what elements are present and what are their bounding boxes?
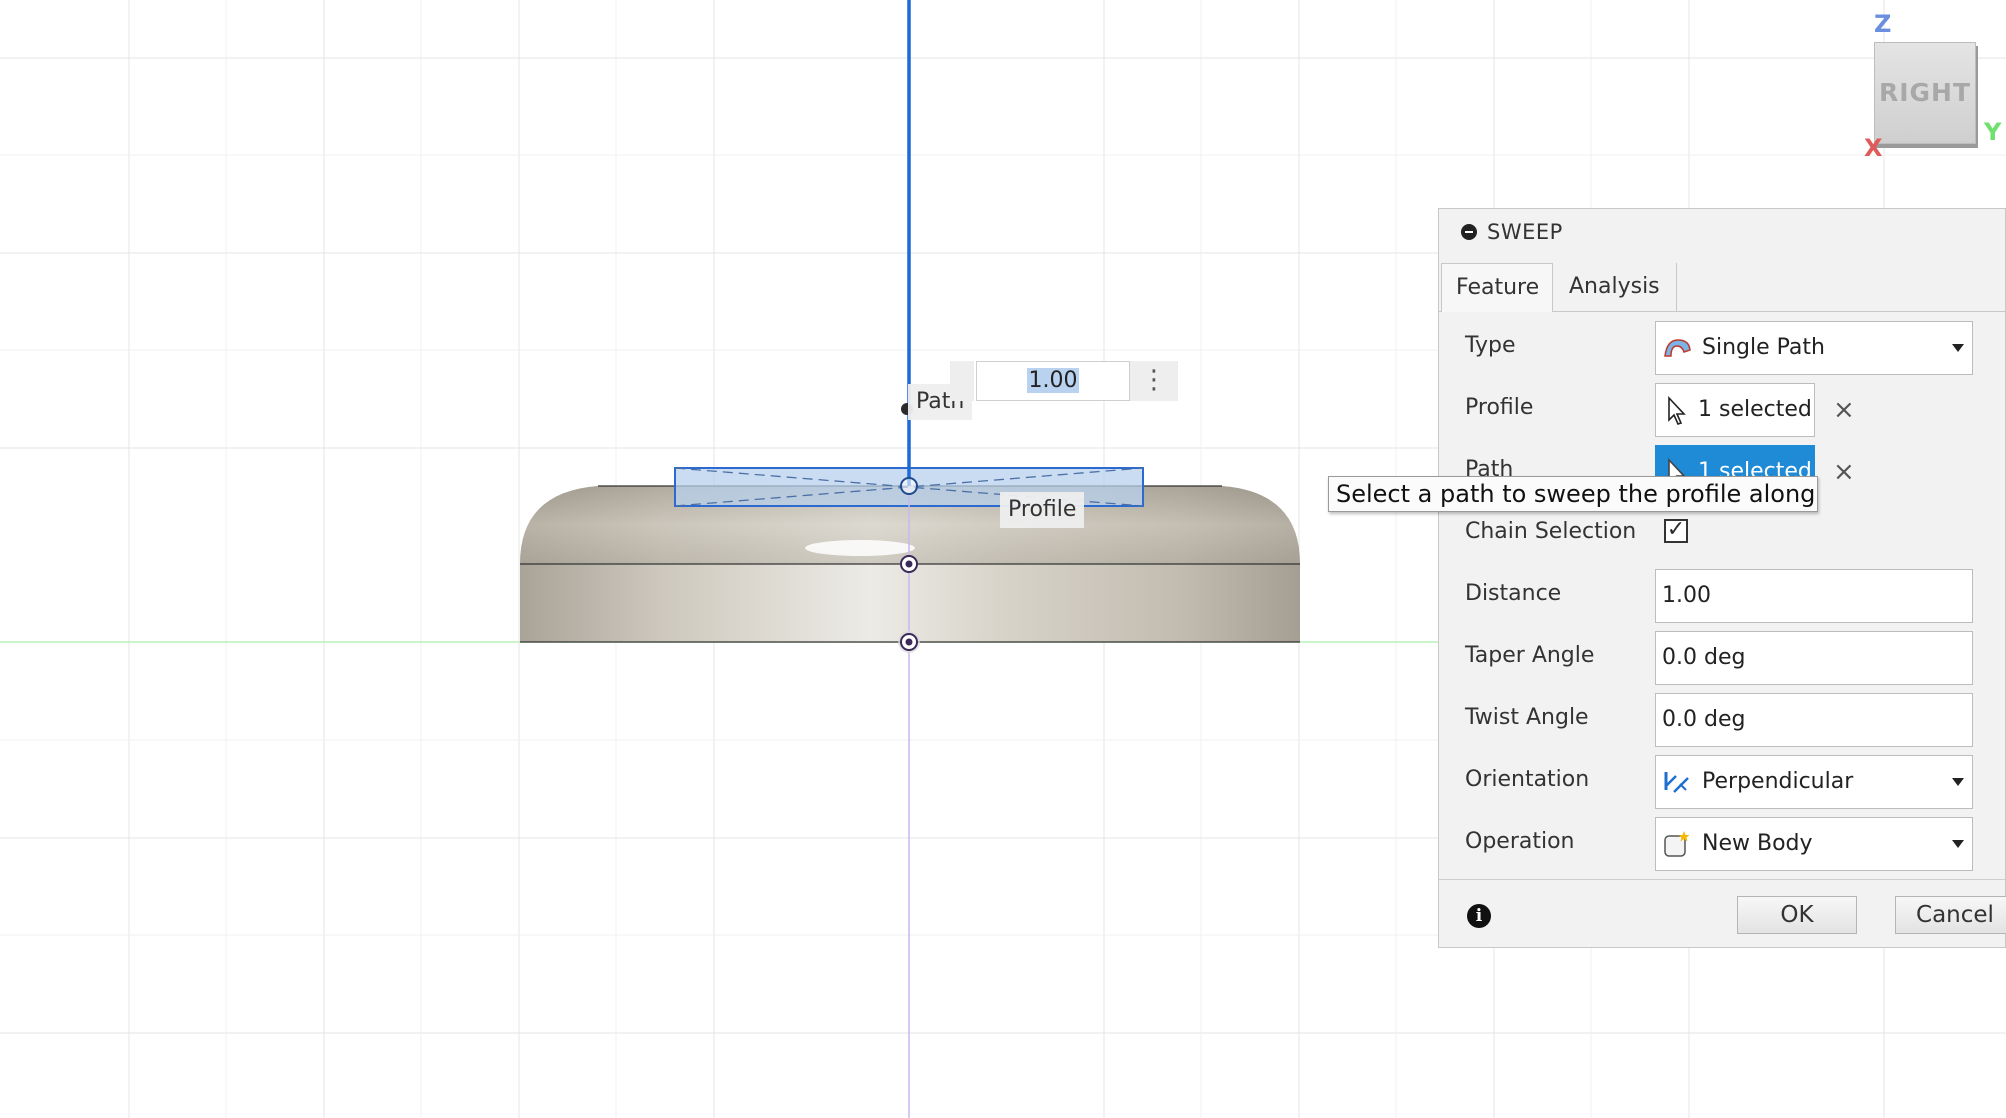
perpendicular-icon	[1664, 772, 1689, 793]
y-axis-label: Y	[1984, 118, 2002, 146]
profile-value: 1 selected	[1698, 397, 1812, 422]
twist-angle-input[interactable]: 0.0 deg	[1655, 693, 1973, 747]
drag-handle-icon[interactable]	[950, 361, 974, 401]
type-label: Type	[1465, 333, 1516, 358]
distance-label: Distance	[1465, 581, 1562, 606]
x-axis-label: X	[1864, 134, 1883, 162]
path-label: Path	[908, 384, 973, 420]
chevron-down-icon	[1952, 840, 1964, 848]
operation-value: New Body	[1702, 831, 1813, 856]
dialog-header[interactable]: SWEEP	[1439, 209, 2005, 255]
view-cube[interactable]: Z RIGHT Y X	[1860, 10, 2006, 162]
chain-selection-label: Chain Selection	[1465, 519, 1637, 544]
distance-manipulator-input[interactable]: 1.00	[976, 361, 1130, 401]
ok-button[interactable]: OK	[1737, 896, 1857, 934]
orientation-label: Orientation	[1465, 767, 1590, 792]
info-icon[interactable]: i	[1467, 904, 1491, 928]
tab-analysis[interactable]: Analysis	[1555, 263, 1677, 311]
twist-angle-label: Twist Angle	[1465, 705, 1589, 730]
more-options-icon[interactable]: ⋮	[1130, 361, 1178, 401]
tab-feature[interactable]: Feature	[1441, 263, 1553, 312]
sweep-dialog: SWEEP Feature Analysis Type Single Path …	[1438, 208, 2006, 948]
clear-profile-icon[interactable]: ×	[1833, 395, 1855, 425]
operation-label: Operation	[1465, 829, 1575, 854]
profile-center-point	[900, 477, 918, 495]
new-body-icon	[1664, 831, 1690, 857]
taper-angle-label: Taper Angle	[1465, 643, 1595, 668]
type-dropdown[interactable]: Single Path	[1655, 321, 1973, 375]
chain-selection-checkbox[interactable]: ✓	[1664, 519, 1688, 543]
profile-row-label: Profile	[1465, 395, 1534, 420]
view-cube-face-right[interactable]: RIGHT	[1874, 42, 1976, 144]
chevron-down-icon	[1952, 778, 1964, 786]
sketch-point-mid	[900, 555, 918, 573]
orientation-dropdown[interactable]: Perpendicular	[1655, 755, 1973, 809]
cancel-button[interactable]: Cancel	[1895, 896, 2006, 934]
operation-dropdown[interactable]: New Body	[1655, 817, 1973, 871]
dialog-title: SWEEP	[1487, 220, 1563, 244]
chevron-down-icon	[1952, 344, 1964, 352]
z-axis-label: Z	[1874, 10, 1892, 38]
single-path-icon	[1664, 339, 1691, 357]
profile-select-button[interactable]: 1 selected	[1655, 383, 1815, 437]
dialog-tabs: Feature Analysis	[1439, 263, 2005, 312]
distance-input[interactable]: 1.00	[1655, 569, 1973, 623]
taper-angle-input[interactable]: 0.0 deg	[1655, 631, 1973, 685]
orientation-value: Perpendicular	[1702, 769, 1854, 794]
path-tooltip: Select a path to sweep the profile along	[1328, 476, 1818, 512]
sketch-point-origin	[898, 631, 920, 653]
clear-path-icon[interactable]: ×	[1833, 457, 1855, 487]
dialog-footer: i OK Cancel	[1439, 879, 2006, 950]
type-value: Single Path	[1702, 335, 1825, 360]
profile-label: Profile	[1000, 492, 1085, 528]
cursor-icon	[1668, 396, 1686, 425]
collapse-icon[interactable]	[1461, 224, 1477, 240]
